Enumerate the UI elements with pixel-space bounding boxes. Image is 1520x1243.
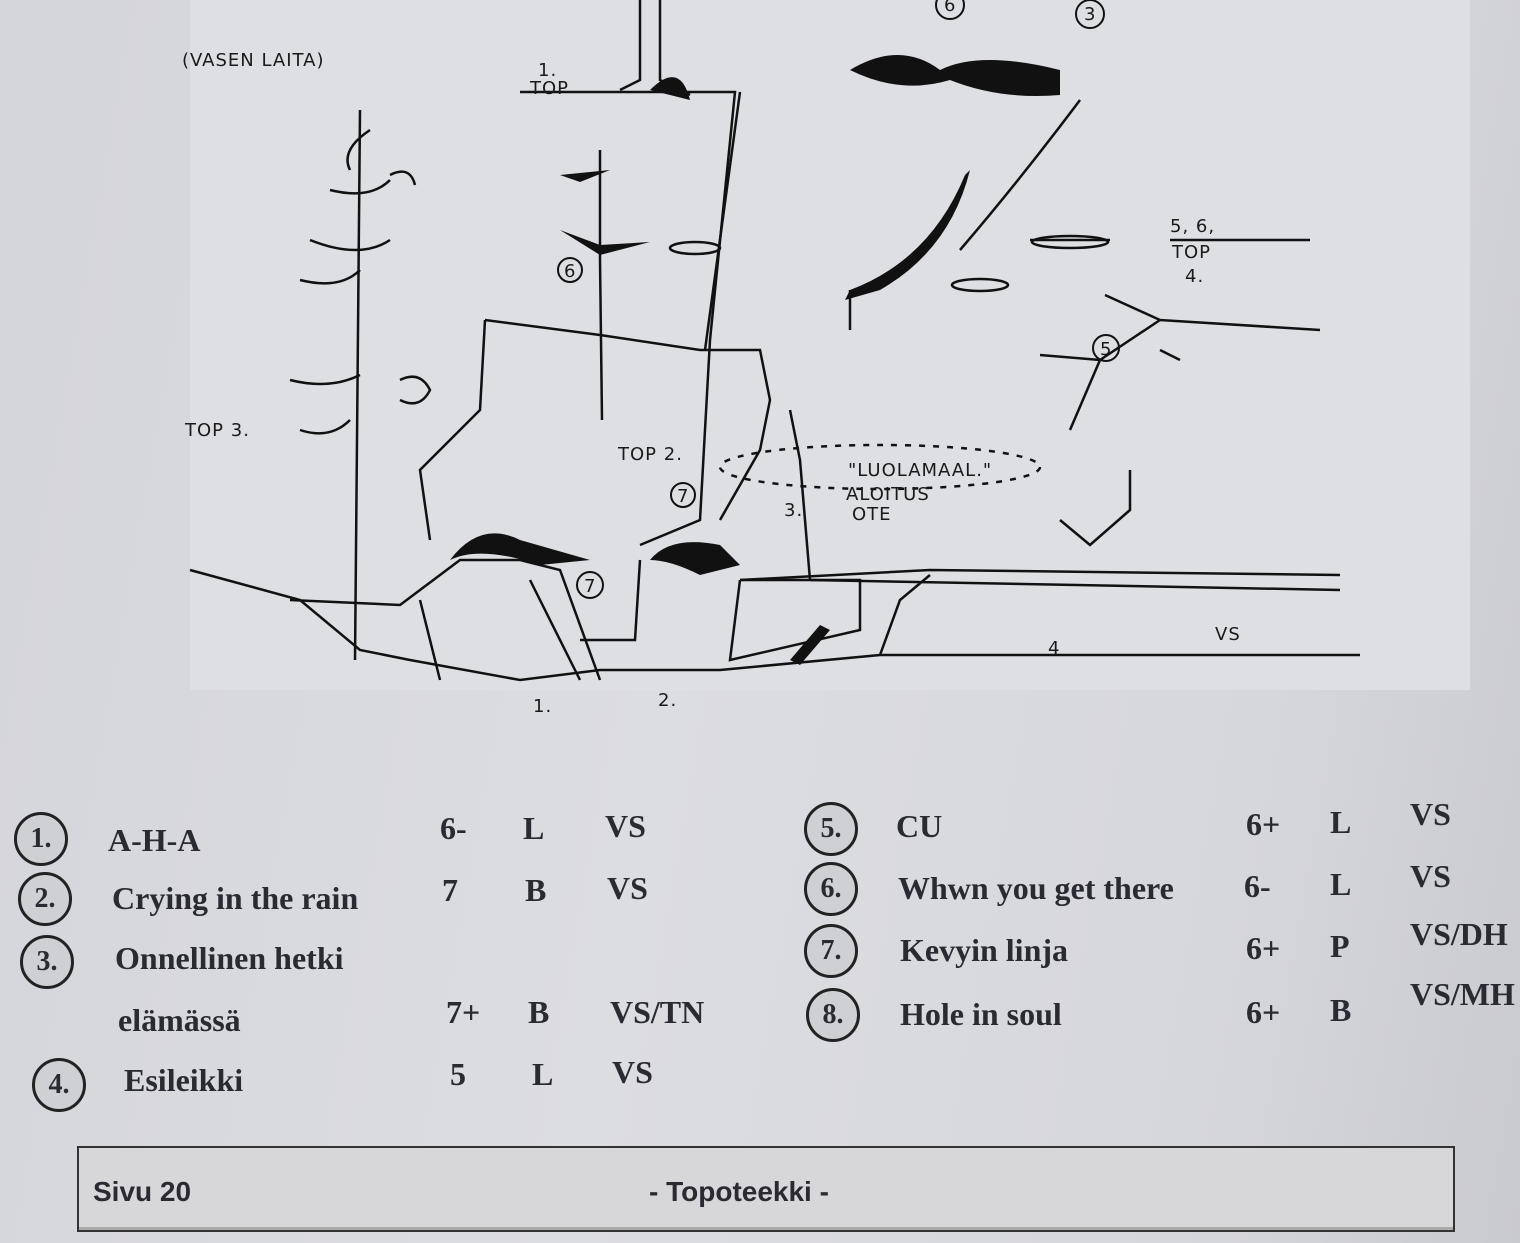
- route-grade: 6+: [1246, 806, 1281, 842]
- route-protection: VS: [612, 1054, 653, 1090]
- route-grade: 6-: [440, 810, 467, 846]
- label-base2: 2.: [658, 690, 677, 711]
- route-name-cont: elämässä: [118, 1002, 241, 1038]
- route-type: B: [1330, 992, 1352, 1028]
- route-grade: 6-: [1244, 868, 1271, 904]
- circle-3: 3: [1084, 4, 1096, 25]
- route-protection: VS/TN: [610, 994, 705, 1030]
- route-name: Kevyin linja: [900, 932, 1069, 968]
- route-grade: 7+: [446, 994, 481, 1030]
- label-base1: 1.: [533, 696, 552, 717]
- circle-6-top: 6: [944, 0, 956, 16]
- circle-6: 6: [564, 261, 576, 282]
- page-number: Sivu 20: [93, 1176, 192, 1207]
- route-grade: 6+: [1246, 994, 1281, 1030]
- footer-title: - Topoteekki -: [649, 1176, 829, 1207]
- route-name: Esileikki: [124, 1062, 244, 1098]
- label-top2: TOP 2.: [617, 444, 683, 465]
- label-cave: "LUOLAMAAL.": [848, 460, 992, 481]
- route-number: 8.: [806, 988, 860, 1042]
- route-type: L: [532, 1056, 554, 1092]
- route-number: 6.: [804, 862, 858, 916]
- route-protection: VS/DH: [1410, 916, 1508, 952]
- route-protection: VS: [607, 870, 648, 906]
- route-name: A-H-A: [108, 822, 201, 858]
- route-protection: VS: [605, 808, 646, 844]
- route-name: Whwn you get there: [898, 870, 1174, 906]
- route-type: P: [1330, 928, 1350, 964]
- route-protection: VS/MH: [1410, 976, 1515, 1012]
- route-number: 2.: [18, 872, 72, 926]
- route-type: L: [1330, 804, 1352, 840]
- route-name: Crying in the rain: [112, 880, 359, 916]
- route-number: 5.: [804, 802, 858, 856]
- route-type: B: [525, 872, 547, 908]
- tree-trunk: [353, 109, 362, 661]
- route-type: B: [528, 994, 550, 1030]
- route-name: Onnellinen hetki: [115, 940, 344, 976]
- label-top1-num: 1.: [538, 60, 557, 81]
- route-name: CU: [896, 808, 943, 844]
- route-type: L: [523, 810, 545, 846]
- label-top1: TOP: [529, 78, 569, 99]
- route-grade: 5: [450, 1056, 466, 1092]
- label-top56: 5, 6,: [1170, 216, 1215, 237]
- topo-sketch: (VASEN LAITA) 1. TOP TOP 3. TOP 2. "LUOL…: [182, 0, 1470, 717]
- label-start-2: OTE: [852, 504, 892, 525]
- label-vs: VS: [1215, 624, 1241, 645]
- label-top3: TOP 3.: [184, 420, 250, 441]
- route-number: 4.: [32, 1058, 86, 1112]
- label-top56-word: TOP: [1171, 242, 1211, 263]
- route-protection: VS: [1410, 796, 1451, 832]
- route-number: 3.: [20, 935, 74, 989]
- route-number: 1.: [14, 812, 68, 866]
- circle-5: 5: [1100, 339, 1112, 360]
- page-footer: Sivu 20 - Topoteekki -: [77, 1146, 1455, 1232]
- route-number: 7.: [804, 924, 858, 978]
- circle-7a: 7: [677, 486, 689, 507]
- label-4: 4: [1048, 638, 1060, 659]
- label-start-1: ALOITUS: [846, 484, 930, 505]
- circle-7b: 7: [584, 576, 596, 597]
- route-grade: 6+: [1246, 930, 1281, 966]
- sketch-title: (VASEN LAITA): [182, 50, 324, 71]
- route-type: L: [1330, 866, 1352, 902]
- route-protection: VS: [1410, 858, 1451, 894]
- route-name: Hole in soul: [900, 996, 1062, 1032]
- route-grade: 7: [442, 872, 458, 908]
- label-start-num: 3.: [784, 500, 803, 521]
- label-top4: 4.: [1185, 266, 1204, 287]
